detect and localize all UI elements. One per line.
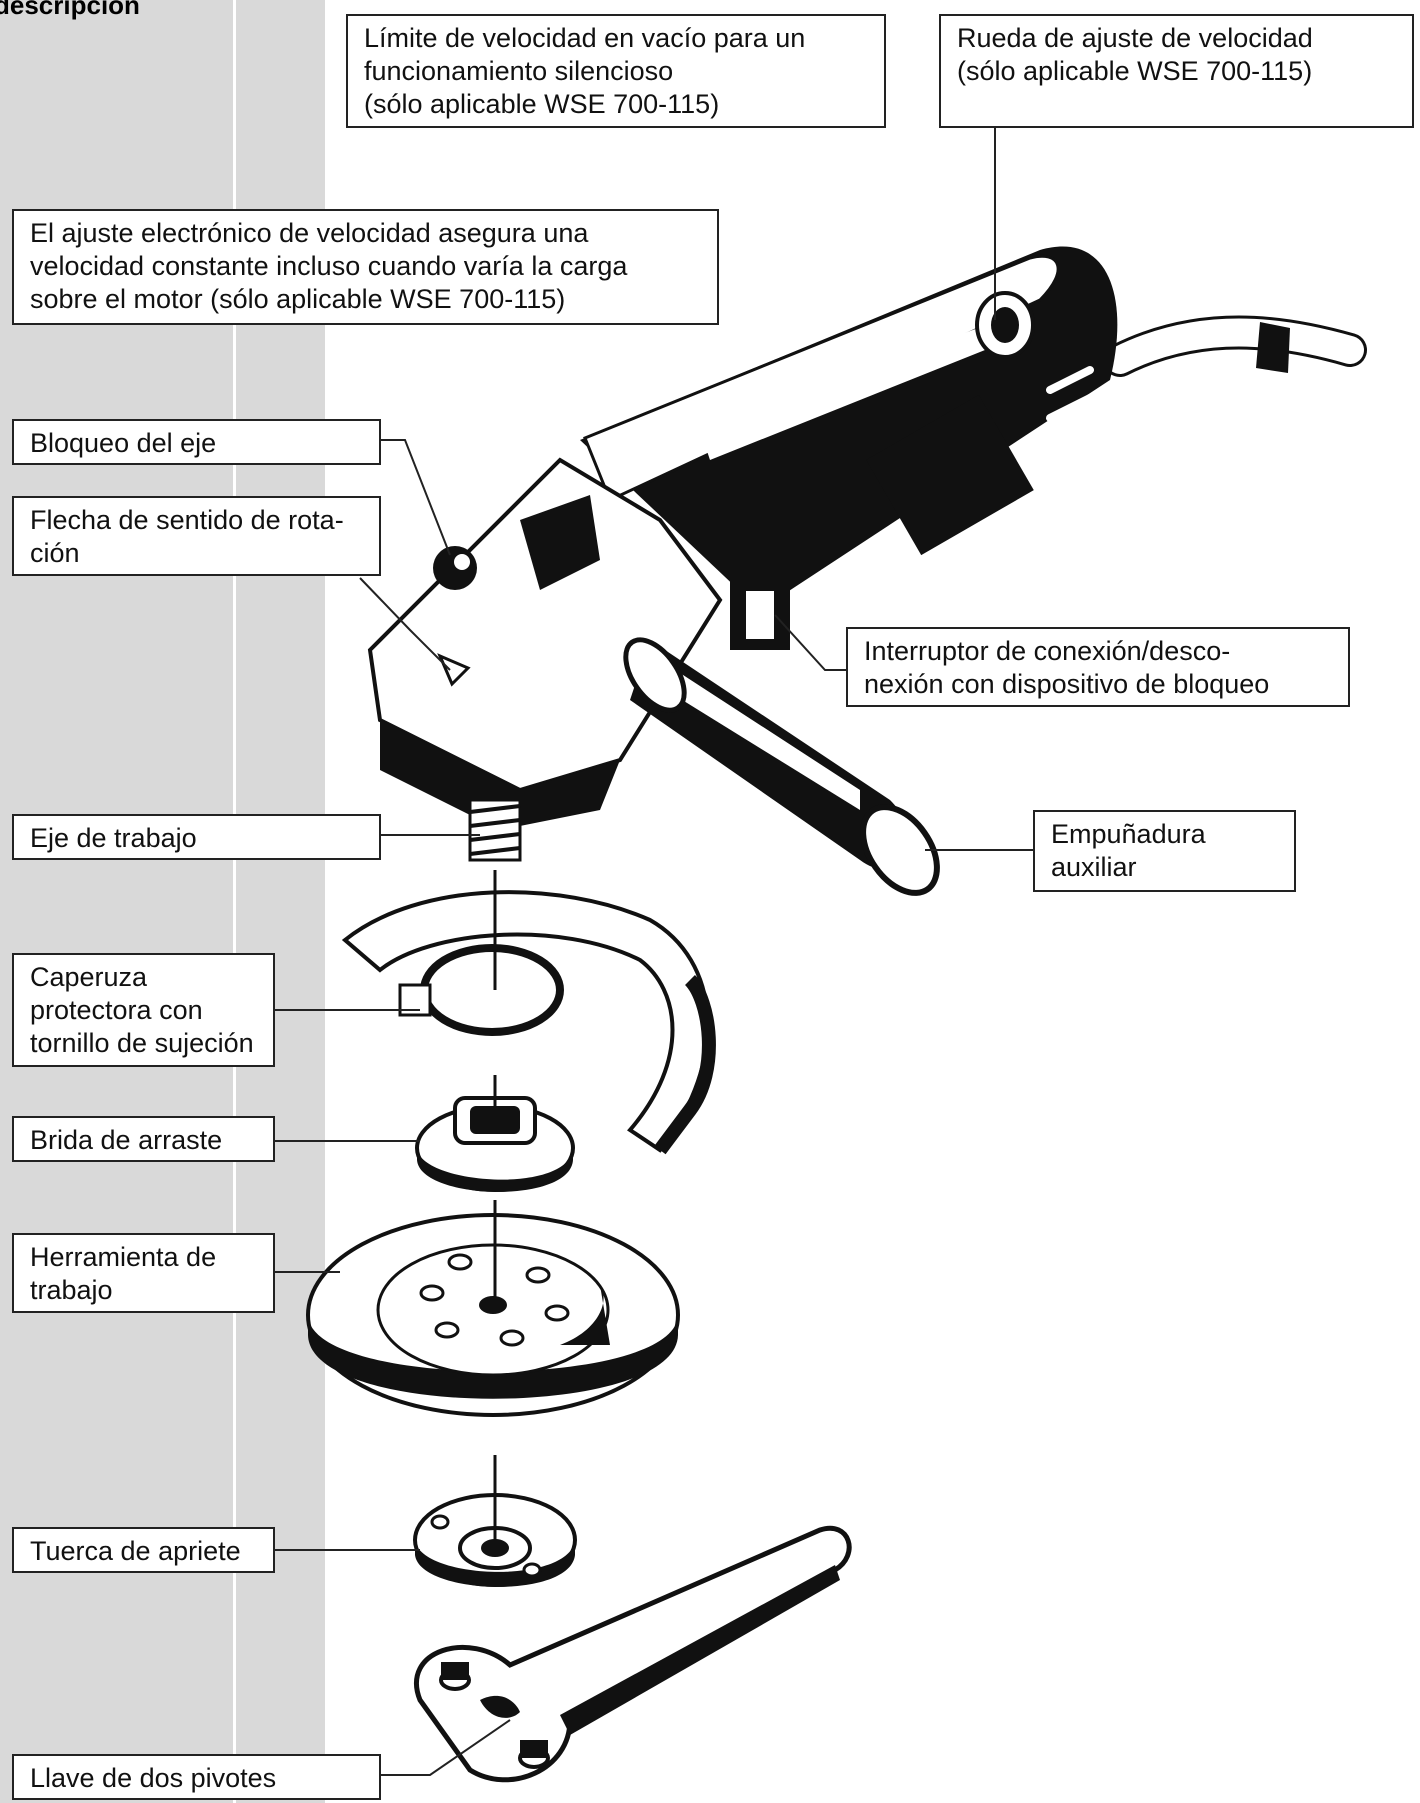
grinding-disc [306,1213,680,1417]
label-llave: Llave de dos pivotes [12,1754,381,1800]
label-eje-trabajo: Eje de trabajo [12,814,381,860]
pin-wrench [414,1525,852,1783]
leader-lines [275,128,1033,1776]
label-brida: Brida de arraste [12,1116,275,1162]
drive-flange [415,1096,575,1192]
work-spindle [468,798,522,862]
label-empunadura: Empuñadura auxiliar [1033,810,1296,892]
speed-dial-wheel [975,291,1035,359]
auxiliary-handle [623,637,940,896]
label-caperuza: Caperuza protectora con tornillo de suje… [12,953,275,1067]
label-interruptor: Interruptor de conexión/desco- nexión co… [846,627,1350,707]
label-ajuste-electronico: El ajuste electrónico de velocidad asegu… [12,209,719,325]
label-bloqueo-eje: Bloqueo del eje [12,419,381,465]
label-tuerca: Tuerca de apriete [12,1527,275,1573]
label-flecha-rotacion: Flecha de sentido de rota- ción [12,496,381,576]
section-heading: descripción [0,0,140,20]
label-herramienta: Herramienta de trabajo [12,1233,275,1313]
label-limite-velocidad: Límite de velocidad en vacío para un fun… [346,14,886,128]
label-rueda-ajuste: Rueda de ajuste de velocidad (sólo aplic… [939,14,1414,128]
rotation-arrow-icon [437,653,471,687]
band-divider [233,0,236,1803]
